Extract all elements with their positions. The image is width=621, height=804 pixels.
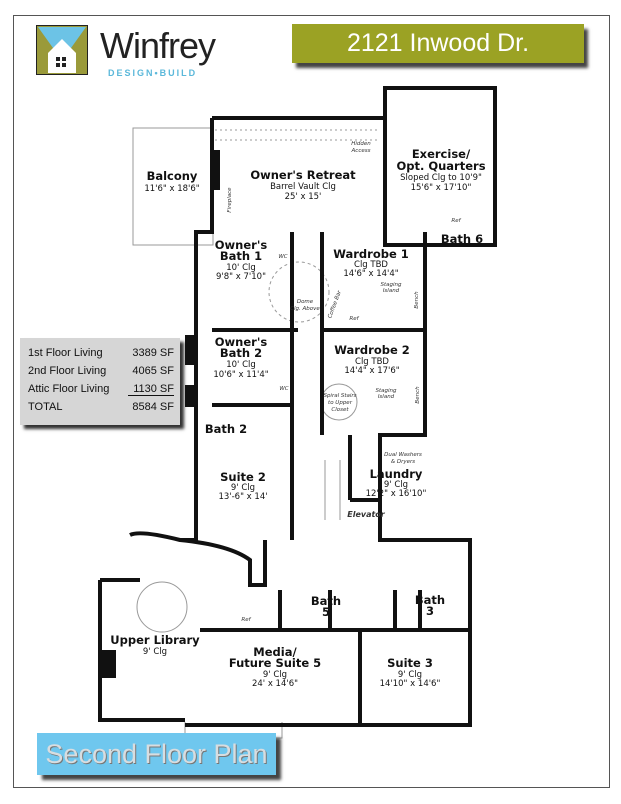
room-elevator: Elevator	[347, 510, 386, 519]
svg-text:Bath 2: Bath 2	[220, 346, 262, 360]
svg-text:WC: WC	[278, 254, 287, 260]
svg-text:Ref: Ref	[349, 316, 359, 322]
svg-text:9' Clg: 9' Clg	[384, 480, 408, 490]
svg-text:Clg. Above: Clg. Above	[290, 306, 320, 312]
svg-text:14'10" x 14'6": 14'10" x 14'6"	[380, 679, 441, 689]
svg-text:Access: Access	[351, 148, 371, 154]
window-pier	[185, 335, 195, 365]
room-bath6: Bath 6	[441, 232, 483, 246]
svg-text:Coffee Bar: Coffee Bar	[327, 289, 343, 319]
svg-text:14'6" x 14'4": 14'6" x 14'4"	[343, 269, 398, 279]
svg-text:Island: Island	[383, 288, 400, 294]
svg-text:10'6" x 11'4": 10'6" x 11'4"	[213, 370, 268, 380]
room-upper-library: Upper Library	[110, 633, 200, 647]
svg-text:Closet: Closet	[331, 407, 349, 413]
svg-text:Ref: Ref	[241, 617, 251, 623]
brand-tagline: DESIGN•BUILD	[108, 68, 198, 78]
room-owners-bath2: Owner's	[215, 335, 268, 349]
svg-text:9' Clg: 9' Clg	[143, 647, 167, 657]
svg-text:3: 3	[426, 604, 434, 618]
svg-text:Ref: Ref	[451, 218, 461, 224]
svg-text:WC: WC	[279, 386, 288, 392]
svg-text:Barrel Vault Clg: Barrel Vault Clg	[270, 182, 336, 192]
svg-text:Island: Island	[378, 394, 395, 400]
fireplace	[210, 150, 220, 190]
svg-text:to Upper: to Upper	[328, 400, 353, 406]
svg-text:Fireplace: Fireplace	[227, 187, 233, 213]
room-bath3: Bath	[415, 593, 445, 607]
room-wardrobe2: Wardrobe 2	[334, 343, 410, 357]
page-frame	[13, 15, 610, 788]
svg-text:Bench: Bench	[414, 291, 420, 309]
winfrey-logo	[36, 25, 88, 75]
walls	[98, 86, 497, 727]
svg-text:Hidden: Hidden	[351, 141, 371, 147]
svg-text:9' Clg: 9' Clg	[398, 670, 422, 680]
brand-name: Winfrey	[100, 25, 216, 66]
svg-text:9'8" x 7'10": 9'8" x 7'10"	[216, 272, 266, 282]
svg-text:Dual Washers: Dual Washers	[384, 452, 422, 458]
svg-text:Clg TBD: Clg TBD	[354, 260, 388, 270]
svg-text:9' Clg: 9' Clg	[263, 670, 287, 680]
svg-text:Opt. Quarters: Opt. Quarters	[396, 159, 485, 173]
room-bath2: Bath 2	[205, 422, 247, 436]
svg-text:24' x 14'6": 24' x 14'6"	[252, 679, 298, 689]
spiral-outline	[136, 581, 188, 633]
svg-text:10' Clg: 10' Clg	[226, 360, 256, 370]
svg-text:Spiral Stairs: Spiral Stairs	[323, 393, 356, 399]
room-suite2: Suite 2	[220, 470, 266, 484]
svg-text:Bath 1: Bath 1	[220, 249, 262, 263]
room-media: Media/	[253, 645, 297, 659]
svg-text:Staging: Staging	[380, 282, 402, 288]
svg-text:15'6" x 17'10": 15'6" x 17'10"	[411, 183, 472, 193]
floor-plan-label: Second Floor Plan	[37, 733, 276, 775]
svg-text:13'-6" x 14': 13'-6" x 14'	[218, 492, 267, 502]
room-owners-bath1: Owner's	[215, 238, 268, 252]
room-suite3: Suite 3	[387, 656, 433, 670]
svg-text:12'2" x 16'10": 12'2" x 16'10"	[366, 489, 427, 499]
room-wardrobe1: Wardrobe 1	[333, 247, 409, 261]
svg-text:& Dryers: & Dryers	[391, 459, 415, 465]
svg-text:Dome: Dome	[297, 299, 314, 305]
svg-text:10' Clg: 10' Clg	[226, 263, 256, 273]
address-title: 2121 Inwood Dr.	[292, 24, 584, 63]
svg-text:Bench: Bench	[415, 386, 421, 404]
svg-text:Future Suite 5: Future Suite 5	[229, 656, 321, 670]
room-balcony: Balcony	[147, 169, 198, 183]
svg-text:14'4" x 17'6": 14'4" x 17'6"	[344, 366, 399, 376]
room-bath5: Bath	[311, 594, 341, 608]
svg-text:Staging: Staging	[375, 388, 397, 394]
dome-outline	[268, 261, 330, 323]
svg-text:Clg TBD: Clg TBD	[355, 357, 389, 367]
room-laundry: Laundry	[370, 467, 423, 481]
library-fireplace	[102, 650, 116, 678]
svg-text:Sloped Clg to 10'9": Sloped Clg to 10'9"	[400, 173, 482, 183]
svg-text:9' Clg: 9' Clg	[231, 483, 255, 493]
svg-text:11'6" x 18'6": 11'6" x 18'6"	[144, 184, 199, 194]
window-pier	[185, 385, 195, 407]
svg-text:25' x 15': 25' x 15'	[285, 192, 322, 202]
room-owners-retreat: Owner's Retreat	[250, 168, 356, 182]
svg-text:5: 5	[322, 605, 330, 619]
room-exercise: Exercise/	[412, 147, 471, 161]
